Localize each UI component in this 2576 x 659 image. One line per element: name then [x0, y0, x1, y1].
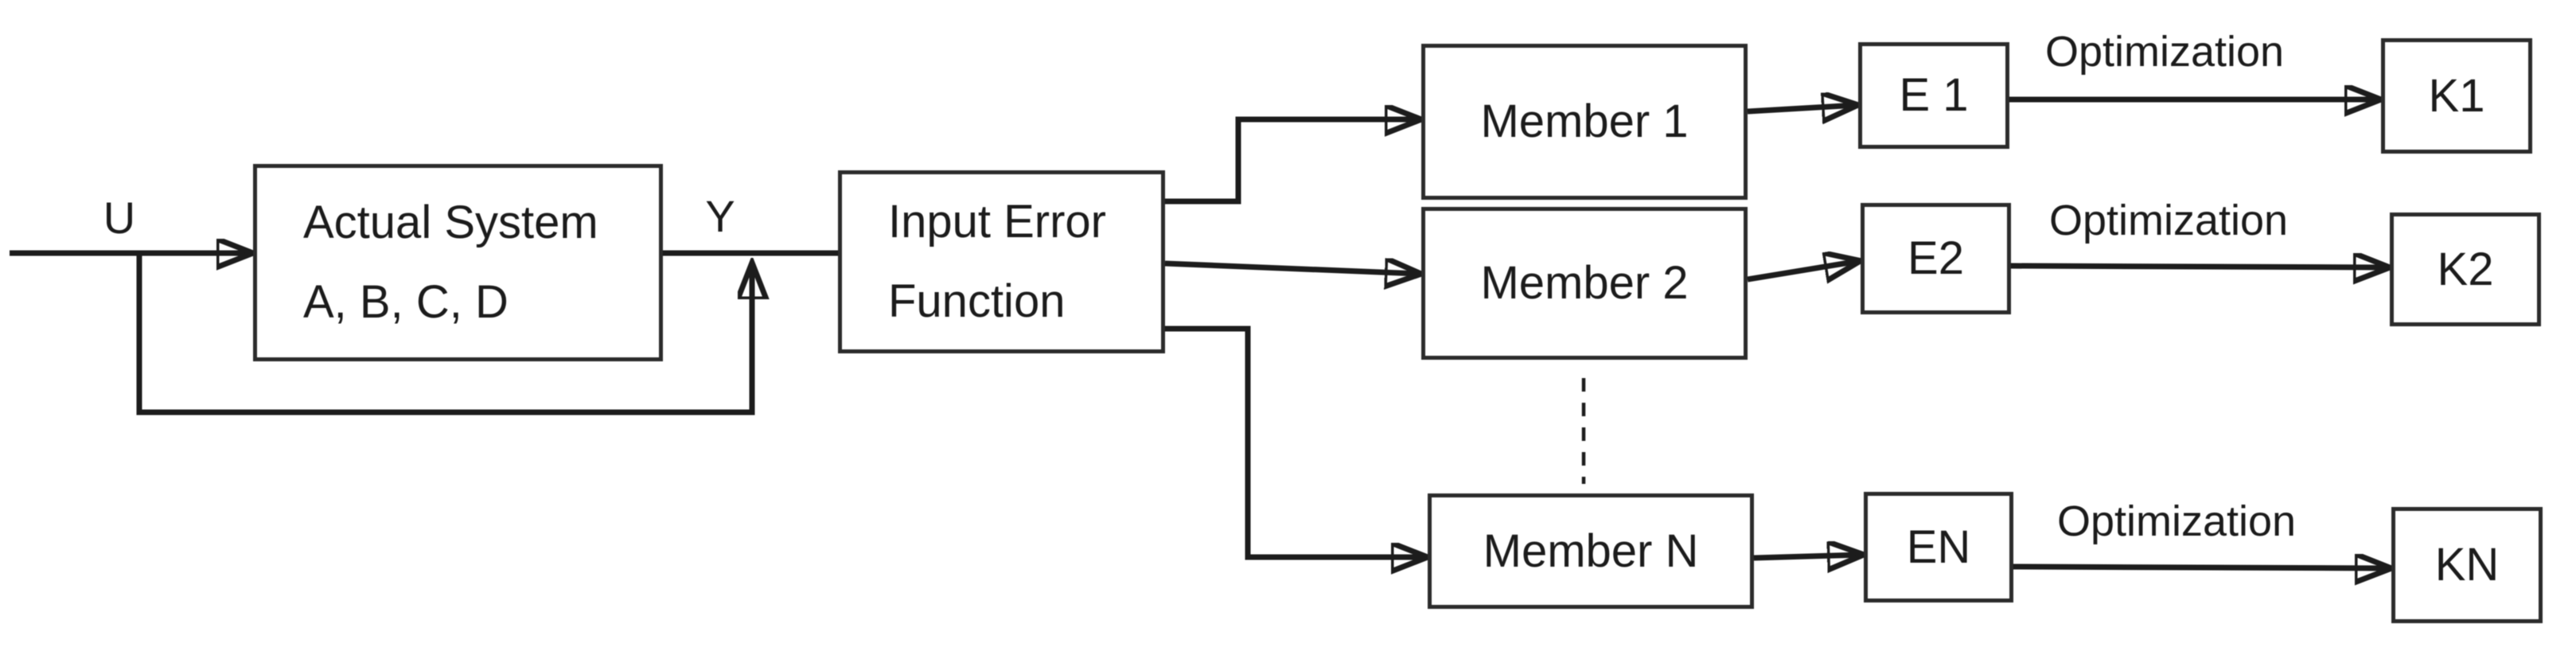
member-1-box: Member 1 [1421, 44, 1748, 200]
actual-system-matrices: A, B, C, D [303, 276, 509, 328]
member-2-box: Member 2 [1421, 207, 1748, 360]
actual-system-title: Actual System [303, 197, 598, 249]
output-signal-label: Y [705, 191, 735, 241]
input-signal-label: U [103, 193, 136, 243]
input-error-function-line2: Function [888, 275, 1066, 327]
member-n-box: Member N [1428, 493, 1754, 609]
optimization-label-n: Optimization [2056, 497, 2297, 545]
en-box: EN [1864, 492, 2013, 602]
branch-to-memberN-arrow [1165, 326, 1426, 557]
actual-system-box: Actual System A, B, C, D [253, 164, 663, 361]
e2-box: E2 [1861, 203, 2011, 314]
member2-to-e2-arrow [1747, 261, 1859, 279]
member1-to-e1-arrow [1747, 105, 1857, 111]
en-label: EN [1906, 521, 1971, 573]
branch-to-member2-arrow [1164, 263, 1420, 274]
e1-box: E 1 [1858, 42, 2009, 149]
branch-to-member1-arrow [1165, 119, 1420, 205]
member-2-label: Member 2 [1480, 257, 1689, 309]
optimization-label-2: Optimization [2048, 197, 2289, 244]
kn-box: KN [2391, 507, 2543, 623]
e2-to-k2-optimization-arrow [2010, 266, 2388, 267]
member-n-label: Member N [1483, 524, 1699, 577]
e1-label: E 1 [1899, 69, 1969, 121]
k2-box: K2 [2390, 213, 2541, 326]
feedback-loop-arrow [136, 253, 752, 415]
optimization-label-1: Optimization [2044, 28, 2285, 76]
member-1-label: Member 1 [1480, 96, 1689, 147]
k1-label: K1 [2428, 69, 2485, 122]
en-to-kn-optimization-arrow [2013, 567, 2390, 568]
k1-box: K1 [2381, 38, 2532, 154]
k2-label: K2 [2437, 243, 2494, 295]
input-error-function-line1: Input Error [888, 196, 1106, 248]
memberN-to-en-arrow [1753, 555, 1862, 558]
input-error-function-box: Input Error Function [838, 170, 1165, 353]
e2-label: E2 [1908, 232, 1964, 284]
kn-label: KN [2434, 539, 2500, 591]
